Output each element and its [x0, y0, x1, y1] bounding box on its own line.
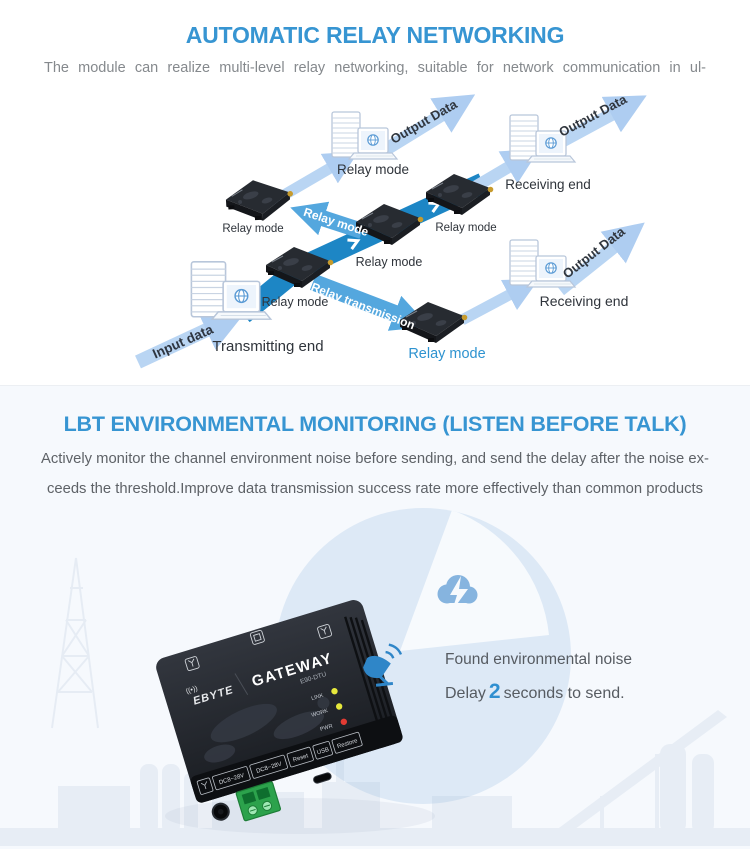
- led-link: [331, 687, 338, 695]
- delay-prefix: Delay: [445, 685, 486, 702]
- lightning-bolt: [450, 576, 468, 611]
- arrow-output-data-top: [381, 94, 476, 156]
- device-radio-mark: ((•)): [185, 685, 198, 695]
- receiving-end-building-bottom: [509, 239, 576, 288]
- relay-mode-label: Relay mode: [337, 162, 409, 177]
- antenna-port-glyph: [200, 781, 208, 790]
- relay-mode-arrow: [290, 201, 365, 239]
- radio-tower-silhouette: [51, 557, 99, 729]
- factory-silhouette: [0, 710, 750, 846]
- receiving-end-label-bottom: Receiving end: [540, 293, 629, 309]
- usb-c-port: [313, 772, 332, 784]
- terminal-block: [235, 781, 281, 822]
- satellite-dish-icon: [363, 643, 403, 687]
- led-label-work: WORK: [311, 708, 329, 719]
- led-label-link: LINK: [311, 693, 325, 702]
- delay-suffix: seconds to send.: [503, 685, 625, 702]
- port-boxes: [196, 731, 363, 795]
- lbt-body-line2: ceeds the threshold.Improve data transmi…: [46, 481, 704, 497]
- lbt-visual: ((•)) EBYTE GATEWAY E90-DTU LINK WORK: [0, 496, 750, 850]
- lbt-section-title: LBT ENVIRONMENTAL MONITORING (LISTEN BEF…: [63, 412, 687, 436]
- led-pwr: [340, 718, 348, 725]
- output-data-arrow-label: Output Data: [388, 96, 461, 147]
- transmitting-end-label: Transmitting end: [212, 338, 323, 355]
- arrow-relay-to-receiving: [459, 278, 540, 325]
- device-led-block: LINK WORK PWR: [311, 687, 348, 733]
- arrow-output-data-topright: [551, 95, 647, 151]
- led-work: [335, 703, 343, 710]
- port-label-usb: USB: [316, 747, 330, 756]
- led-label-pwr: PWR: [319, 723, 333, 732]
- delay-value: 2: [488, 680, 501, 703]
- arrow-input-data: [135, 310, 246, 369]
- relay-network-diagram: Relay mode Receiving end Relay mode Rela…: [135, 91, 647, 369]
- relay-mode-label: Relay mode: [435, 222, 496, 234]
- relay-device-left: [224, 177, 295, 224]
- lbt-illustration: ((•)) EBYTE GATEWAY E90-DTU LINK WORK: [0, 508, 750, 846]
- relay-networking-section: AUTOMATIC RELAY NETWORKING The module ca…: [0, 0, 750, 385]
- lbt-body-line1: Actively monitor the channel environment…: [41, 451, 709, 467]
- relay-mode-label-highlight: Relay mode: [408, 346, 485, 362]
- device-shadow: [165, 798, 435, 834]
- relay-mode-building: [331, 111, 398, 160]
- signal-beam-wedge: [400, 510, 549, 651]
- noise-cloud-icon: [437, 575, 478, 611]
- lbt-section: LBT ENVIRONMENTAL MONITORING (LISTEN BEF…: [0, 385, 750, 849]
- relay-mode-label: Relay mode: [262, 295, 329, 309]
- device-map-pattern: [204, 696, 330, 763]
- device-front-panel: [190, 715, 403, 803]
- dc-jack-pin: [217, 808, 224, 815]
- receiving-end-label-top: Receiving end: [505, 177, 591, 192]
- relay-transmission-arrow: [309, 274, 430, 331]
- transmitting-end-building: [190, 261, 272, 320]
- input-data-arrow-label: Input data: [150, 321, 215, 361]
- output-data-arrow-label: Output Data: [560, 223, 628, 281]
- noise-found-text: Found environmental noise: [445, 651, 632, 668]
- gateway-device: ((•)) EBYTE GATEWAY E90-DTU LINK WORK: [156, 600, 403, 822]
- arrow-output-data-midright: [555, 222, 645, 296]
- relay-mode-label: Relay mode: [356, 255, 423, 269]
- relay-section-title: AUTOMATIC RELAY NETWORKING: [185, 22, 565, 48]
- antenna-port-icons: [184, 624, 333, 672]
- port-label-reset: Reset: [292, 753, 309, 763]
- relay-section-subtitle: The module can realize multi-level relay…: [44, 60, 706, 76]
- relay-mode-label: Relay mode: [222, 223, 283, 235]
